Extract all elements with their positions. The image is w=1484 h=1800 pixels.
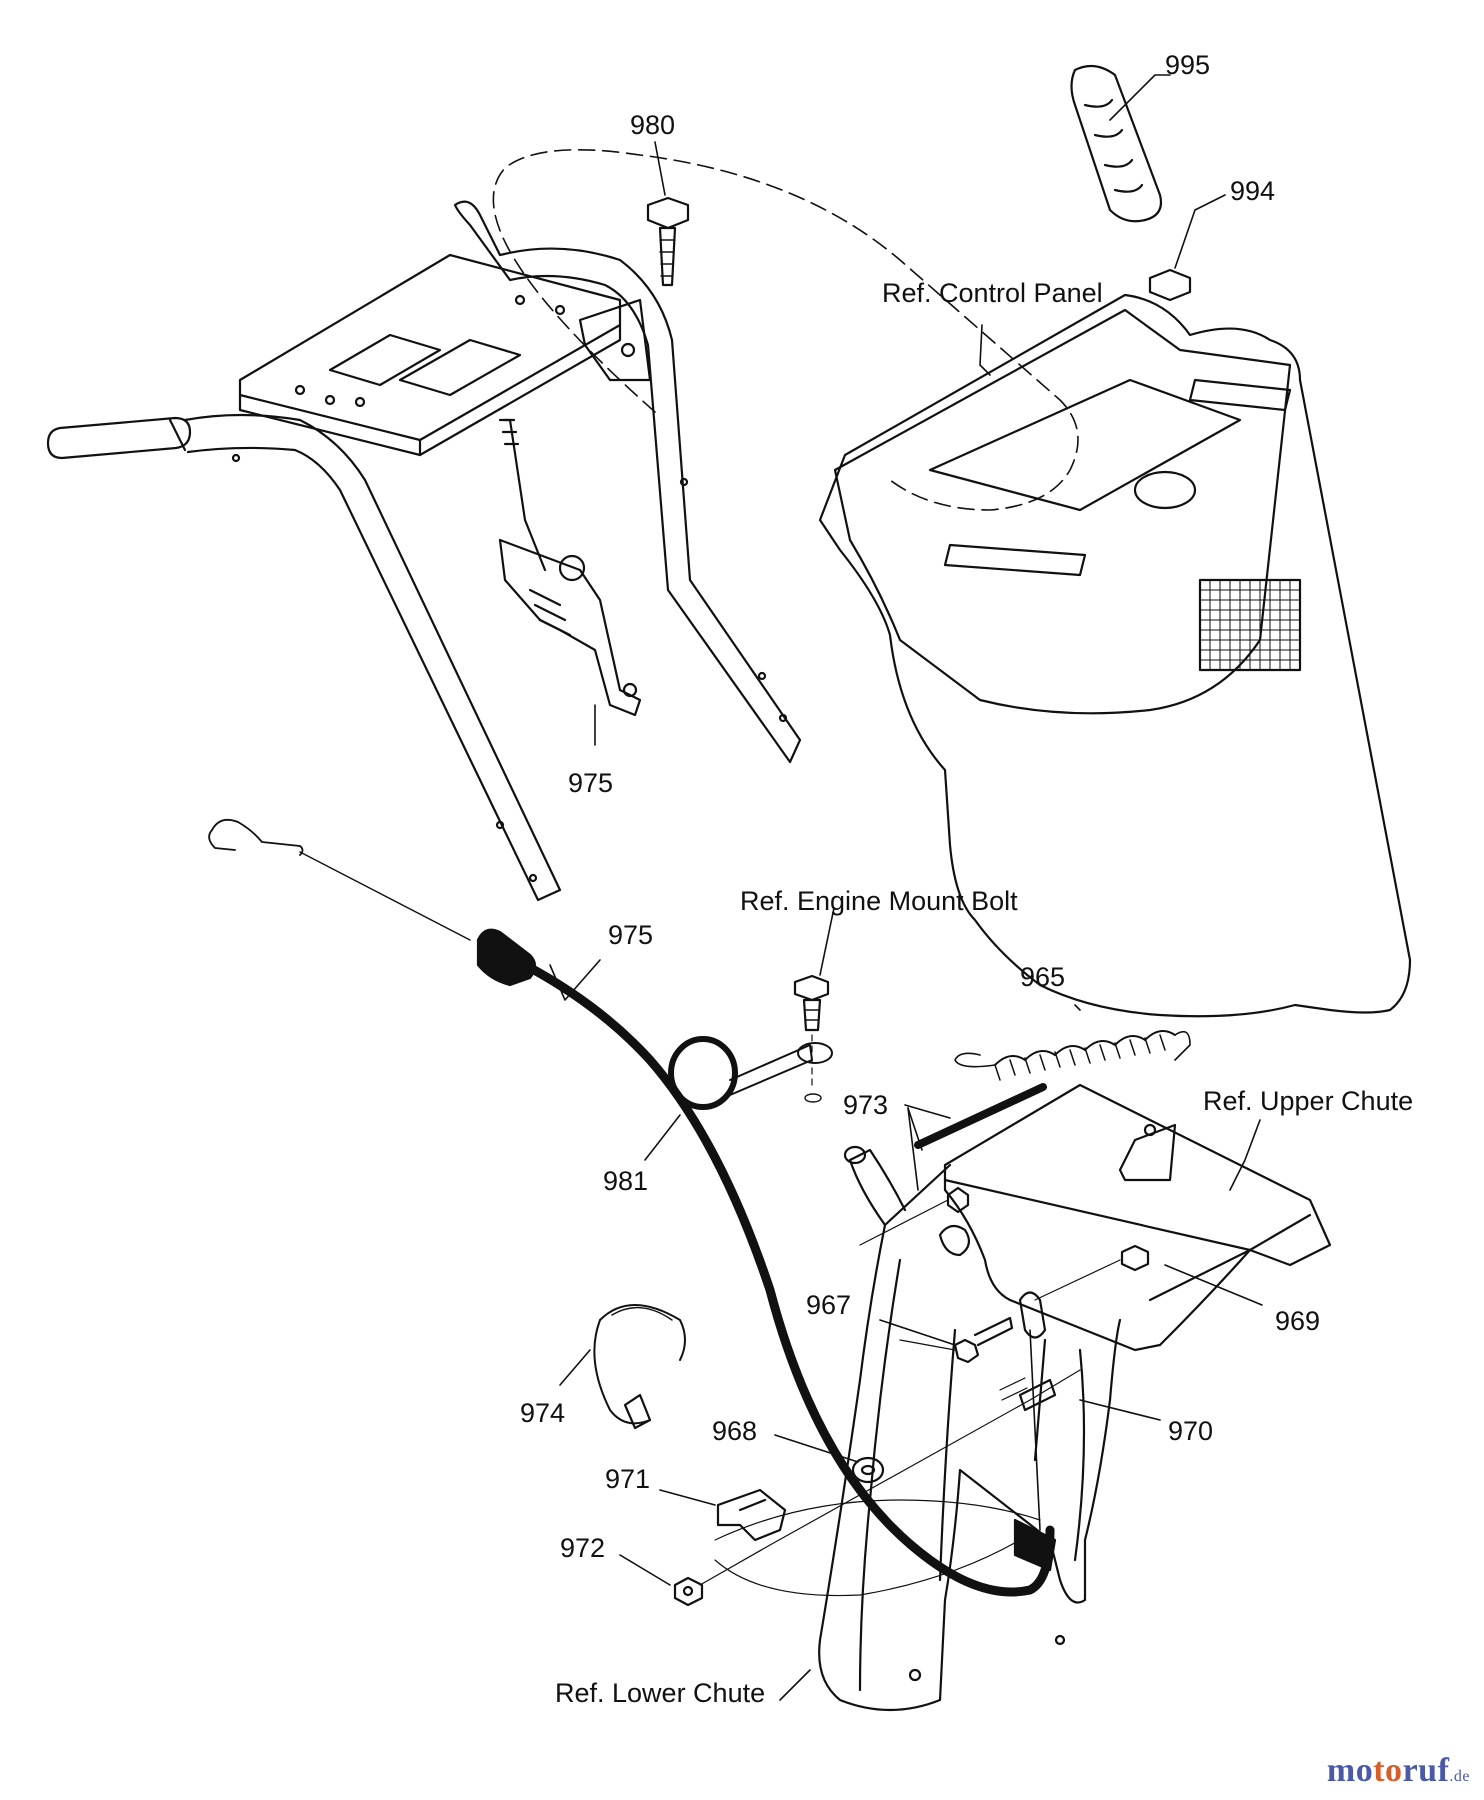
label-995: 995 <box>1165 50 1211 80</box>
label-981: 981 <box>603 1166 649 1196</box>
label-972: 972 <box>560 1533 606 1563</box>
label-974: 974 <box>520 1398 566 1428</box>
leader-lines <box>549 74 1263 1701</box>
rod-973 <box>914 1083 1047 1149</box>
watermark-part3: ruf <box>1402 1752 1450 1789</box>
label-967: 967 <box>806 1290 852 1320</box>
label-970: 970 <box>1168 1416 1214 1446</box>
label-ref-control-panel: Ref. Control Panel <box>882 278 1103 308</box>
label-965: 965 <box>1020 962 1066 992</box>
label-969: 969 <box>1275 1306 1321 1336</box>
label-980: 980 <box>630 110 676 140</box>
clip-974 <box>593 1304 686 1430</box>
control-panel <box>818 293 1412 1018</box>
nut-994 <box>1148 268 1192 302</box>
label-994: 994 <box>1230 176 1276 206</box>
bolt-967 <box>953 1316 1014 1364</box>
label-973: 973 <box>843 1090 889 1120</box>
label-ref-lower-chute: Ref. Lower Chute <box>555 1678 766 1708</box>
label-ref-upper-chute: Ref. Upper Chute <box>1203 1086 1414 1116</box>
label-ref-engine-mount-bolt: Ref. Engine Mount Bolt <box>740 886 1018 916</box>
label-975-lower: 975 <box>608 920 654 950</box>
label-975-upper: 975 <box>568 768 614 798</box>
motoruf-watermark-logo: motoruf.de <box>1327 1752 1470 1790</box>
label-971: 971 <box>605 1464 651 1494</box>
grip-995 <box>1070 64 1163 223</box>
watermark-suffix: .de <box>1449 1768 1470 1785</box>
clip-971 <box>716 1488 787 1542</box>
engine-mount-bolt <box>793 974 830 1032</box>
cable-connector <box>476 928 537 987</box>
control-cable-975 <box>520 960 1055 1597</box>
ring-981 <box>668 1036 738 1110</box>
lower-chute <box>818 1145 1122 1712</box>
washer-968 <box>851 1456 885 1484</box>
bolt-980 <box>646 196 690 287</box>
nut-972 <box>673 1576 704 1607</box>
watermark-part1: mo <box>1326 1752 1374 1789</box>
nut-969 <box>1120 1244 1150 1272</box>
spring-965 <box>954 1030 1191 1081</box>
label-968: 968 <box>712 1416 758 1446</box>
handle-assembly <box>46 200 802 902</box>
upper-chute <box>943 1083 1332 1352</box>
watermark-part2: to <box>1373 1752 1403 1789</box>
